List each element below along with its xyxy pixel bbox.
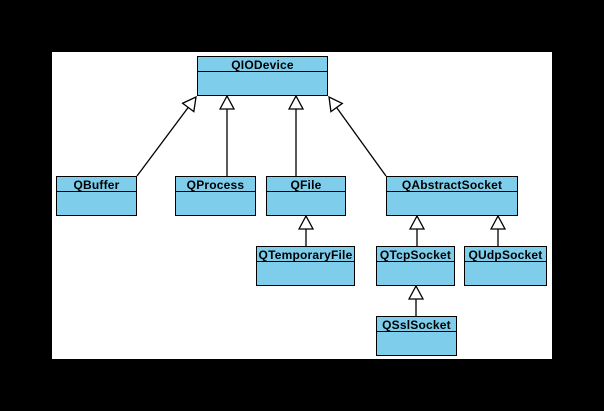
class-body-qiodevice [198,72,327,95]
class-box-qiodevice[interactable]: QIODevice [197,56,328,96]
class-box-qtemporaryfile[interactable]: QTemporaryFile [256,246,355,286]
class-body-qtemporaryfile [257,262,354,285]
class-box-qabstractsocket[interactable]: QAbstractSocket [386,176,518,216]
class-body-qsslsocket [377,332,456,355]
class-body-qfile [267,192,345,215]
class-name-qtcpsocket: QTcpSocket [377,247,454,262]
class-name-qbuffer: QBuffer [57,177,136,192]
class-box-qudpsocket[interactable]: QUdpSocket [464,246,547,286]
class-box-qfile[interactable]: QFile [266,176,346,216]
class-name-qsslsocket: QSslSocket [377,317,456,332]
class-name-qudpsocket: QUdpSocket [465,247,546,262]
class-box-qsslsocket[interactable]: QSslSocket [376,316,457,356]
class-body-qbuffer [57,192,136,215]
class-name-qfile: QFile [267,177,345,192]
class-body-qprocess [176,192,255,215]
class-body-qtcpsocket [377,262,454,285]
class-box-qprocess[interactable]: QProcess [175,176,256,216]
class-name-qabstractsocket: QAbstractSocket [387,177,517,192]
class-body-qudpsocket [465,262,546,285]
class-box-qtcpsocket[interactable]: QTcpSocket [376,246,455,286]
class-body-qabstractsocket [387,192,517,215]
class-name-qtemporaryfile: QTemporaryFile [257,247,354,262]
class-name-qiodevice: QIODevice [198,57,327,72]
class-box-qbuffer[interactable]: QBuffer [56,176,137,216]
class-name-qprocess: QProcess [176,177,255,192]
